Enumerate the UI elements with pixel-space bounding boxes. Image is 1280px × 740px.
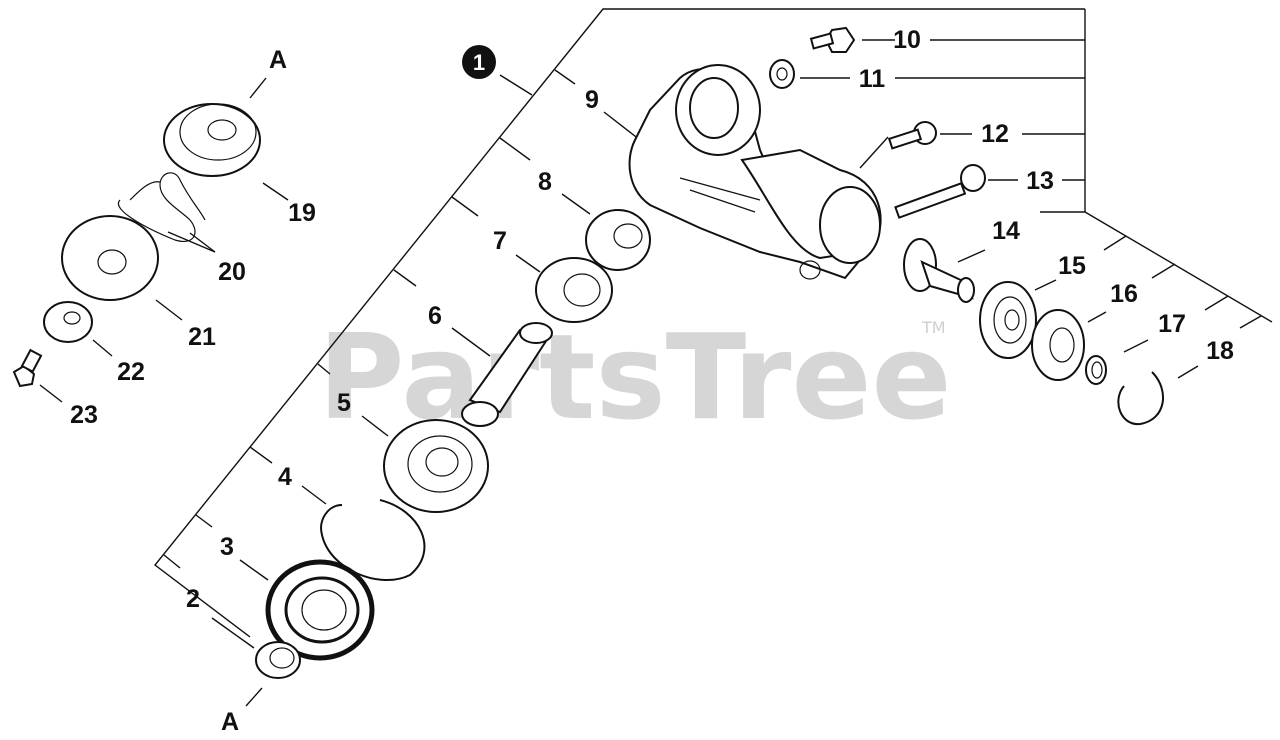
watermark-trademark: TM <box>921 318 946 337</box>
pinion-shaft-14[interactable] <box>903 238 975 303</box>
bearing-16[interactable] <box>1031 309 1085 381</box>
nut-22[interactable] <box>43 301 93 343</box>
callout-5[interactable]: 5 <box>337 389 351 417</box>
bevel-gear-7[interactable] <box>535 257 613 323</box>
callout-4[interactable]: 4 <box>278 463 292 491</box>
blade-plate-21[interactable] <box>61 215 159 301</box>
assembly-marker[interactable]: 1 <box>462 45 496 79</box>
callout-16[interactable]: 16 <box>1110 280 1138 308</box>
section-marker-top: A <box>269 46 287 74</box>
gear-case-housing[interactable] <box>628 64 882 280</box>
callout-6[interactable]: 6 <box>428 302 442 330</box>
washer-11[interactable] <box>769 59 795 89</box>
callout-21[interactable]: 21 <box>188 323 216 351</box>
callout-12[interactable]: 12 <box>981 120 1009 148</box>
callout-20[interactable]: 20 <box>218 258 246 286</box>
callout-14[interactable]: 14 <box>992 217 1020 245</box>
callout-17[interactable]: 17 <box>1158 310 1186 338</box>
callout-7[interactable]: 7 <box>493 227 507 255</box>
callout-22[interactable]: 22 <box>117 358 145 386</box>
oil-seal-3[interactable] <box>265 559 375 661</box>
bushing-2[interactable] <box>255 641 301 679</box>
callout-9[interactable]: 9 <box>585 86 599 114</box>
circlip-4[interactable] <box>320 499 426 581</box>
bolt-23[interactable] <box>12 348 43 388</box>
bolt-12[interactable] <box>887 121 937 150</box>
ring-17[interactable] <box>1085 355 1107 385</box>
callout-19[interactable]: 19 <box>288 199 316 227</box>
callout-2[interactable]: 2 <box>186 585 200 613</box>
snap-ring-18[interactable] <box>1117 371 1165 426</box>
bearing-8[interactable] <box>585 209 651 271</box>
assembly-marker-label: 1 <box>473 50 485 75</box>
callout-3[interactable]: 3 <box>220 533 234 561</box>
callout-10[interactable]: 10 <box>893 26 921 54</box>
splined-shaft-6[interactable] <box>461 322 553 427</box>
bolt-13[interactable] <box>894 164 986 219</box>
callout-11[interactable]: 11 <box>859 65 886 93</box>
blade-holder-19[interactable] <box>163 103 261 177</box>
hex-bolt-10[interactable] <box>809 26 856 53</box>
callout-18[interactable]: 18 <box>1206 337 1234 365</box>
bracket-lines <box>154 8 1273 638</box>
spring-clip-20[interactable] <box>117 172 206 242</box>
callout-15[interactable]: 15 <box>1058 252 1086 280</box>
section-marker-bottom: A <box>221 708 239 736</box>
ball-bearing-5[interactable] <box>383 419 489 513</box>
callout-8[interactable]: 8 <box>538 168 552 196</box>
callout-23[interactable]: 23 <box>70 401 98 429</box>
leader-lines <box>39 39 1199 707</box>
callout-13[interactable]: 13 <box>1026 167 1054 195</box>
ball-bearing-15[interactable] <box>979 281 1037 359</box>
